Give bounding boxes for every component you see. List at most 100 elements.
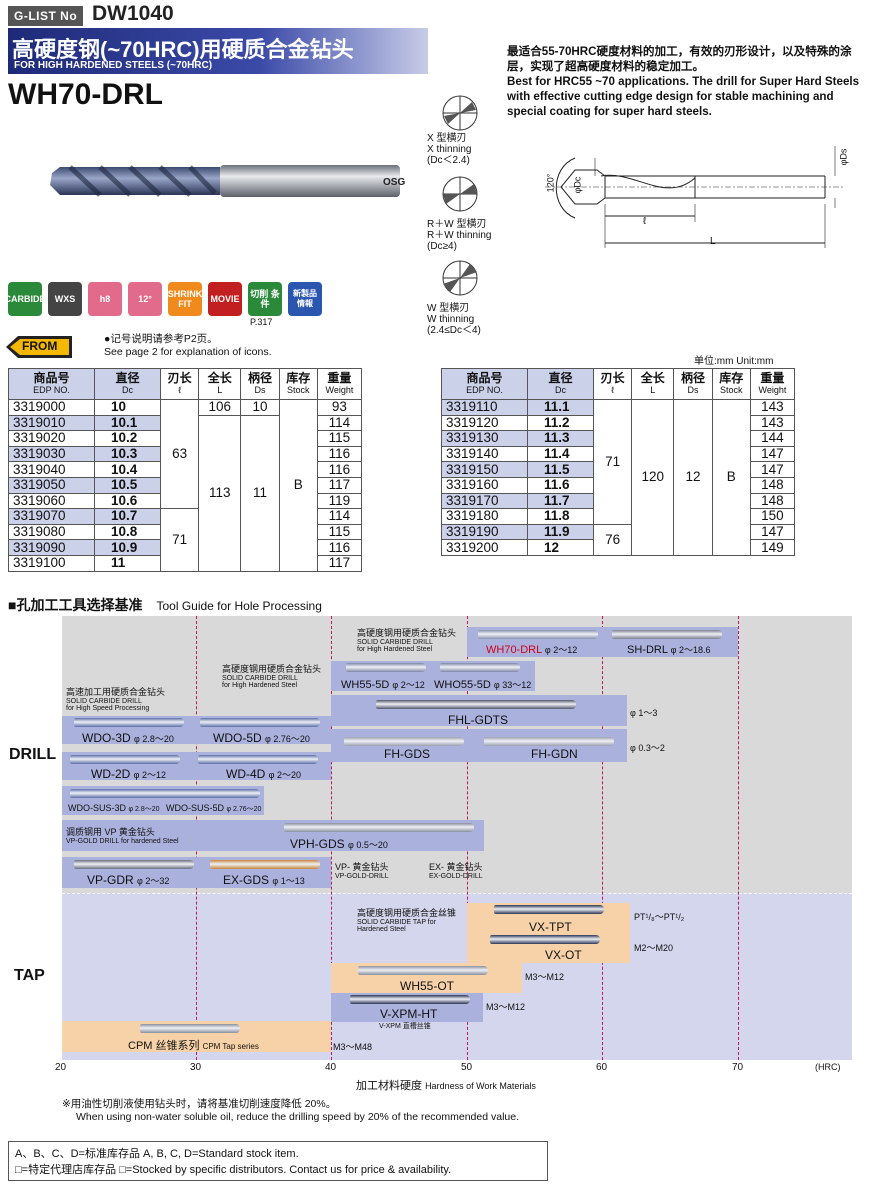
sh-drl-label: SH-DRL φ 2～18.6 [627, 644, 711, 656]
x-thinning-cn: X 型横刃 [427, 133, 467, 144]
footnote: ※用油性切削液使用钻头时，请将基准切削速度降低 20%。 When using … [62, 1098, 519, 1124]
v-xpm-range: M3～M12 [486, 1002, 526, 1012]
dc-cell: 10.6 [94, 492, 161, 510]
dc-cell: 11.1 [527, 399, 594, 416]
carbide-icon: CARBIDE [5, 282, 46, 316]
dc-cell: 10.1 [94, 414, 161, 432]
tick-50: 50 [461, 1062, 473, 1073]
glist-number: DW1040 [92, 2, 174, 25]
weight-cell: 150 [749, 508, 796, 525]
edp-cell: 3319000 [8, 399, 95, 416]
ex-gds-label: EX-GDS φ 1～13 [223, 873, 305, 887]
edp-cell: 3319200 [441, 539, 528, 556]
dc-cell: 10.2 [94, 430, 161, 447]
ds-label: φDs [838, 148, 849, 166]
wdo-sus-3d-label: WDO-SUS-3D φ 2.8～20 [68, 803, 160, 813]
tool-pictogram-icon [440, 663, 520, 672]
drill-tap-divider [62, 893, 852, 894]
from-label: FROM [22, 339, 58, 353]
tool-pictogram-icon [140, 1024, 240, 1033]
tool-pictogram-icon [284, 823, 474, 832]
rw-thinning-icon [442, 176, 478, 212]
tool-pictogram-icon [612, 630, 722, 639]
flute-cell: 63 [159, 398, 200, 510]
tick-40: 40 [325, 1062, 337, 1073]
tool-pictogram-icon [484, 737, 614, 746]
table-row: 3319070 10.7 71 114 [8, 508, 363, 572]
tool-pictogram-icon [490, 935, 600, 944]
group-highspeed: 高速加工用硬质合金钻头 SOLID CARBIDE DRILL for High… [66, 687, 166, 712]
weight-cell: 114 [316, 414, 363, 432]
weight-cell: 147 [749, 445, 796, 463]
technical-drawing [545, 146, 845, 248]
fh-gds-label: FH-GDS [384, 747, 430, 761]
fh-range: φ 0.3～2 [630, 743, 665, 753]
weight-cell: 148 [749, 476, 796, 494]
description-cn: 最适合55-70HRC硬度材料的加工，有效的刃形设计，以及特殊的涂层，实现了超高… [507, 45, 852, 73]
legend-line-1: A、B、C、D=标准库存品 A, B, C, D=Standard stock … [15, 1148, 299, 1160]
dc-cell: 10.4 [94, 461, 161, 478]
notes: ●记号说明请参考P2页。 See page 2 for explanation … [104, 333, 272, 359]
fhl-gdts-label: FHL-GDTS [448, 713, 508, 727]
dc-cell: 10.9 [94, 539, 161, 556]
w-thinning-range: (2.4≤Dc＜4) [427, 325, 481, 336]
fh-gdn-label: FH-GDN [531, 747, 578, 761]
tool-pictogram-icon [210, 860, 320, 869]
description-en: Best for HRC55 ~70 applications. The dri… [507, 75, 860, 118]
drill-label: DRILL [9, 746, 57, 763]
hrc-70-line [738, 616, 739, 1060]
tool-guide-title-en: Tool Guide for Hole Processing [156, 599, 322, 613]
drill-product-image: OSG [50, 165, 405, 197]
edp-cell: 3319070 [8, 508, 95, 525]
weight-cell: 147 [749, 461, 796, 478]
weight-cell: 116 [316, 539, 363, 556]
table-row: 3319110 11.1 71 120 12 B 143 [441, 399, 796, 556]
cutting-conditions-icon: 切削 条件 [248, 282, 282, 316]
tool-pictogram-icon [346, 663, 426, 672]
l-small-label: ℓ [643, 216, 647, 227]
dc-cell: 11.9 [527, 523, 594, 541]
product-description: 最适合55-70HRC硬度材料的加工，有效的刃形设计，以及特殊的涂层，实现了超高… [507, 44, 862, 119]
notes-en: See page 2 for explanation of icons. [104, 346, 272, 358]
who55-5d-label: WHO55-5D φ 33～12 [434, 679, 532, 691]
wd-2d-label: WD-2D φ 2～12 [91, 767, 167, 781]
edp-cell: 3319030 [8, 445, 95, 463]
dc-cell: 11.2 [527, 414, 594, 432]
group-hardened: 高硬度钢用硬质合金钻头 SOLID CARBIDE DRILL for High… [357, 628, 457, 653]
tool-pictogram-icon [358, 966, 488, 975]
tick-70: 70 [732, 1062, 744, 1073]
stock-cell: B [278, 399, 318, 572]
edp-cell: 3319160 [441, 476, 528, 494]
dc-cell: 11.7 [527, 492, 594, 510]
dc-cell: 11.5 [527, 461, 594, 478]
w-thinning-cn: W 型横刃 [427, 303, 470, 314]
svg-text:OSG: OSG [383, 177, 405, 188]
new-product-icon: 新製品 情報 [288, 282, 322, 316]
dc-cell: 10 [94, 399, 161, 416]
vx-ot-range: M2～M20 [634, 943, 674, 953]
total-cell: 113 [198, 414, 242, 572]
tick-20: 20 [55, 1062, 67, 1073]
tick-30: 30 [190, 1062, 202, 1073]
dc-cell: 10.5 [94, 476, 161, 494]
edp-cell: 3319090 [8, 539, 95, 556]
model-name: WH70-DRL [8, 78, 163, 111]
table-row: 3319010 10.1 113 11 114 [8, 414, 363, 572]
group-hardened-2: 高硬度钢用硬质合金钻头 SOLID CARBIDE DRILL for High… [222, 664, 322, 689]
edp-cell: 3319140 [441, 445, 528, 463]
vp-gdr-label: VP-GDR φ 2～32 [87, 873, 170, 887]
